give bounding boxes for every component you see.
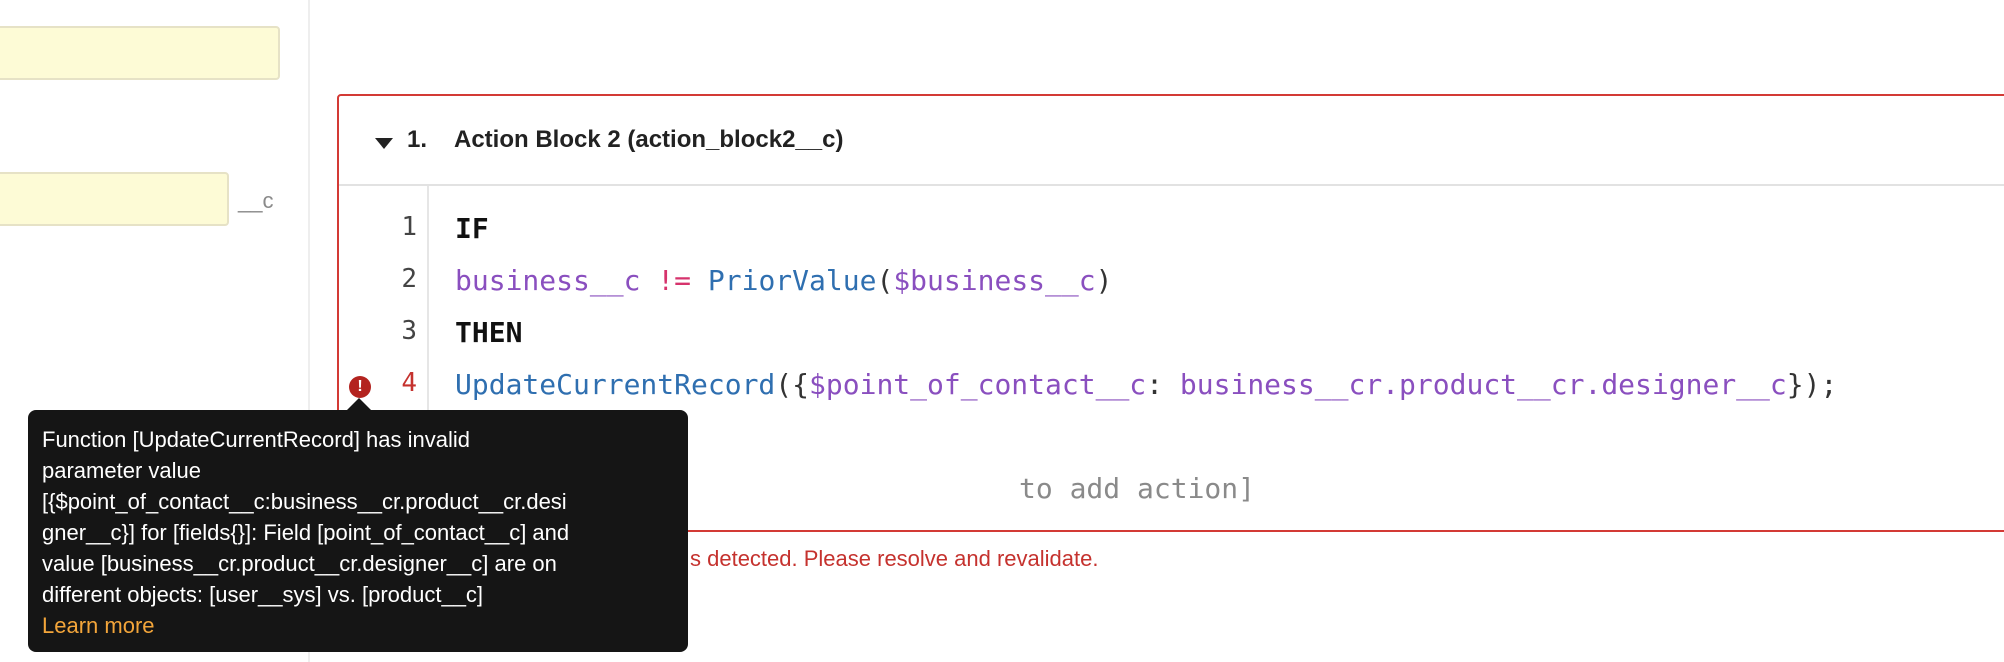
code-token: PriorValue — [707, 264, 877, 297]
code-token: }); — [1786, 368, 1838, 401]
tooltip-text: Function [UpdateCurrentRecord] has inval… — [42, 427, 471, 452]
chevron-down-icon[interactable] — [375, 138, 393, 149]
line-number: 4 — [401, 368, 417, 398]
code-token: $business__c — [893, 264, 1096, 297]
block-number: 1. — [407, 126, 428, 153]
api-name-suffix: __c — [238, 188, 274, 213]
code-token: UpdateCurrentRecord — [455, 368, 776, 401]
code-token: != — [640, 264, 708, 297]
panel-divider — [308, 0, 310, 662]
line-number: 3 — [401, 316, 417, 346]
tooltip-text: parameter value — [42, 458, 201, 483]
code-token: ( — [876, 264, 894, 297]
code-line[interactable]: IF — [455, 212, 489, 245]
code-token: ({ — [775, 368, 810, 401]
code-line[interactable]: UpdateCurrentRecord({$point_of_contact__… — [455, 368, 1837, 401]
code-token: $point_of_contact__c — [809, 368, 1147, 401]
block-title: Action Block 2 (action_block2__c) — [454, 126, 844, 153]
action-block-header[interactable]: 1. Action Block 2 (action_block2__c) — [339, 96, 2004, 186]
error-tooltip: Function [UpdateCurrentRecord] has inval… — [28, 410, 688, 652]
code-token: ) — [1095, 264, 1113, 297]
code-token: IF — [455, 212, 489, 245]
tooltip-text: [{$point_of_contact__c:business__cr.prod… — [42, 489, 567, 514]
line-number: 2 — [401, 264, 417, 294]
code-token: : — [1146, 368, 1180, 401]
tooltip-text: different objects: [user__sys] vs. [prod… — [42, 582, 484, 607]
code-token: business__cr.product__cr.designer__c — [1179, 368, 1787, 401]
tooltip-text: gner__c}] for [fields{}]: Field [point_o… — [42, 520, 570, 545]
line-number: 1 — [401, 212, 417, 242]
text-input-top[interactable] — [0, 26, 280, 80]
error-icon[interactable]: ! — [349, 376, 371, 398]
tooltip-text: value [business__cr.product__cr.designer… — [42, 551, 557, 576]
code-token: THEN — [455, 316, 523, 349]
api-name-input[interactable] — [0, 172, 229, 226]
add-action-placeholder[interactable]: to add action] — [1019, 472, 1256, 505]
code-line[interactable]: THEN — [455, 316, 522, 349]
code-line[interactable]: business__c != PriorValue($business__c) — [455, 264, 1112, 297]
learn-more-link[interactable]: Learn more — [42, 613, 155, 638]
validation-error-message: s detected. Please resolve and revalidat… — [690, 546, 1099, 571]
code-token: business__c — [455, 264, 641, 297]
tooltip-arrow — [346, 398, 372, 411]
